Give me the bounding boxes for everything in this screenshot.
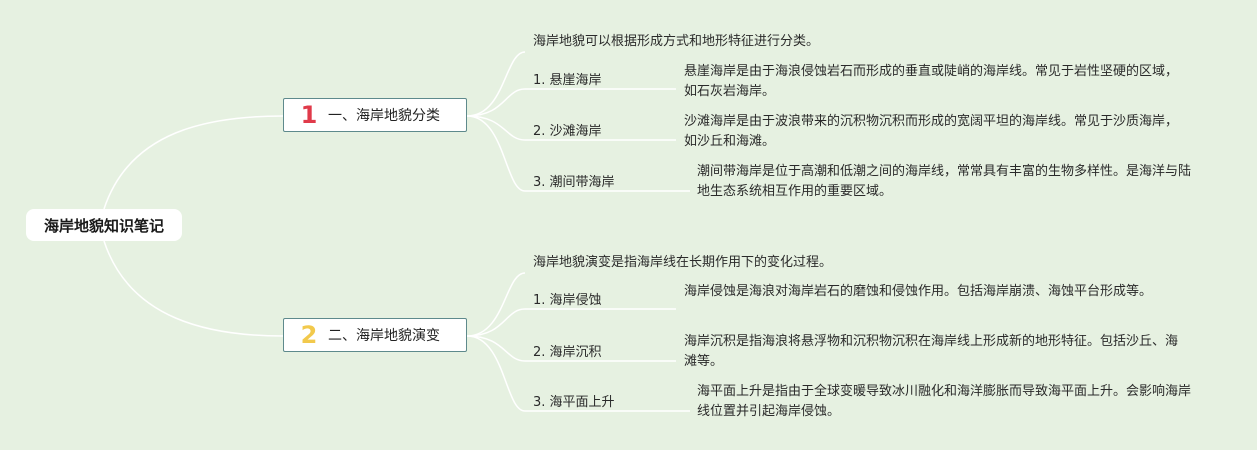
link-b2-item3 bbox=[466, 335, 526, 412]
branch-2-intro[interactable]: 海岸地貌演变是指海岸线在长期作用下的变化过程。 bbox=[533, 255, 833, 270]
link-b1-item3 bbox=[466, 115, 526, 192]
branch-1-item-3-desc[interactable]: 潮间带海岸是位于高潮和低潮之间的海岸线，常常具有丰富的生物多样性。是海洋与陆地生… bbox=[697, 164, 1192, 199]
branch-node-classification[interactable]: 1 一、海岸地貌分类 bbox=[283, 98, 467, 132]
link-b1-intro bbox=[466, 51, 526, 117]
branch-2-item-1-desc[interactable]: 海岸侵蚀是海浪对海岸岩石的磨蚀和侵蚀作用。包括海岸崩溃、海蚀平台形成等。 bbox=[684, 284, 1153, 299]
branch-node-evolution[interactable]: 2 二、海岸地貌演变 bbox=[283, 318, 467, 352]
link-b2-intro bbox=[466, 272, 526, 337]
branch-1-item-1[interactable]: 1. 悬崖海岸 bbox=[533, 73, 602, 88]
branch-2-item-2-desc[interactable]: 海岸沉积是指海浪将悬浮物和沉积物沉积在海岸线上形成新的地形特征。包括沙丘、海滩等… bbox=[684, 334, 1179, 369]
branch-label: 一、海岸地貌分类 bbox=[328, 108, 440, 124]
link-b1-item2 bbox=[466, 115, 526, 141]
link-root-branch-2 bbox=[103, 240, 284, 337]
priority-2-icon: 2 bbox=[300, 321, 318, 349]
branch-2-item-1[interactable]: 1. 海岸侵蚀 bbox=[533, 293, 602, 308]
branch-1-item-3[interactable]: 3. 潮间带海岸 bbox=[533, 175, 615, 190]
link-b2-item1 bbox=[466, 308, 526, 337]
branch-1-item-1-desc[interactable]: 悬崖海岸是由于海浪侵蚀岩石而形成的垂直或陡峭的海岸线。常见于岩性坚硬的区域，如石… bbox=[684, 64, 1179, 99]
priority-1-icon: 1 bbox=[300, 101, 318, 129]
branch-label: 二、海岸地貌演变 bbox=[328, 328, 440, 344]
root-node[interactable]: 海岸地貌知识笔记 bbox=[26, 209, 182, 241]
branch-1-intro[interactable]: 海岸地貌可以根据形成方式和地形特征进行分类。 bbox=[533, 34, 820, 49]
link-root-branch-1 bbox=[103, 115, 284, 210]
branch-2-item-3[interactable]: 3. 海平面上升 bbox=[533, 395, 615, 410]
link-b1-item1 bbox=[466, 88, 526, 117]
branch-1-item-2[interactable]: 2. 沙滩海岸 bbox=[533, 124, 602, 139]
branch-2-item-3-desc[interactable]: 海平面上升是指由于全球变暖导致冰川融化和海洋膨胀而导致海平面上升。会影响海岸线位… bbox=[697, 384, 1192, 419]
root-label: 海岸地貌知识笔记 bbox=[43, 216, 164, 235]
branch-2-item-2[interactable]: 2. 海岸沉积 bbox=[533, 345, 602, 360]
branch-1-item-2-desc[interactable]: 沙滩海岸是由于波浪带来的沉积物沉积而形成的宽阔平坦的海岸线。常见于沙质海岸，如沙… bbox=[684, 114, 1179, 149]
link-b2-item2 bbox=[466, 335, 526, 362]
